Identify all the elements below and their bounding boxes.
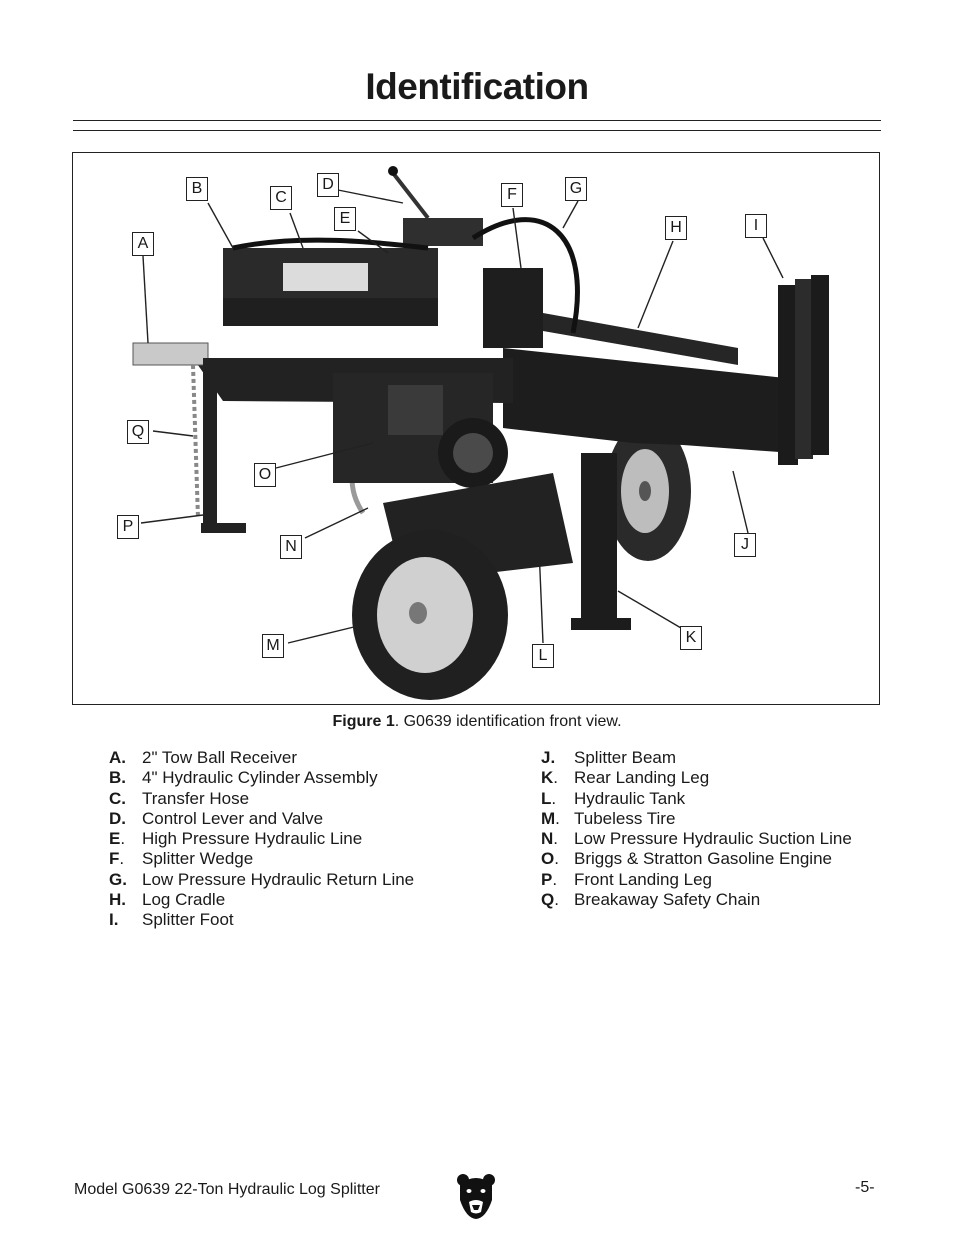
list-item: A.2" Tow Ball Receiver bbox=[109, 748, 298, 767]
safety-chain-shape bbox=[191, 364, 200, 519]
callout-q: Q bbox=[127, 420, 149, 444]
list-item: F.Splitter Wedge bbox=[109, 849, 254, 869]
log-cradle-shape bbox=[543, 313, 738, 365]
list-item: K.Rear Landing Leg bbox=[541, 768, 710, 788]
return-hose-shape bbox=[471, 217, 580, 334]
list-item: H.Log Cradle bbox=[109, 890, 226, 910]
log-splitter-illustration bbox=[132, 166, 829, 700]
list-item: E.High Pressure Hydraulic Line bbox=[109, 829, 363, 849]
callout-h: H bbox=[665, 216, 687, 240]
engine-shape bbox=[333, 373, 508, 488]
splitter-beam-shape bbox=[503, 348, 793, 453]
valve-block-shape bbox=[403, 218, 483, 246]
grizzly-bear-logo-icon bbox=[456, 1172, 496, 1225]
callout-n: N bbox=[280, 535, 302, 559]
parts-list-left: A.2" Tow Ball Receiver B.4" Hydraulic Cy… bbox=[109, 748, 414, 931]
figure-caption: Figure 1. G0639 identification front vie… bbox=[0, 713, 954, 731]
list-item: N.Low Pressure Hydraulic Suction Line bbox=[541, 829, 852, 849]
list-item: M.Tubeless Tire bbox=[541, 808, 676, 828]
callout-l: L bbox=[532, 644, 554, 668]
list-item: Q.Breakaway Safety Chain bbox=[541, 890, 761, 910]
figure-caption-text: . G0639 identification front view. bbox=[394, 713, 622, 730]
page-title: Identification bbox=[365, 66, 589, 107]
callout-k: K bbox=[680, 626, 702, 650]
list-item: O.Briggs & Stratton Gasoline Engine bbox=[541, 849, 832, 869]
list-item: P.Front Landing Leg bbox=[541, 869, 712, 889]
callout-p: P bbox=[117, 515, 139, 539]
callout-c: C bbox=[270, 186, 292, 210]
list-item: C.Transfer Hose bbox=[109, 788, 250, 808]
footer-model: Model G0639 22-Ton Hydraulic Log Splitte… bbox=[74, 1181, 380, 1198]
front-leg-shape bbox=[203, 358, 217, 528]
parts-list-right: J.Splitter Beam K.Rear Landing Leg L.Hyd… bbox=[541, 748, 852, 910]
wedge-housing-shape bbox=[483, 268, 543, 348]
list-item: I.Splitter Foot bbox=[109, 910, 234, 930]
list-item: B.4" Hydraulic Cylinder Assembly bbox=[109, 768, 378, 788]
transfer-hose-shape bbox=[232, 237, 429, 251]
cylinder-shape bbox=[223, 248, 438, 326]
callout-g: G bbox=[565, 177, 587, 201]
callout-b: B bbox=[186, 177, 208, 201]
figure-1-box: A B C D E F G H I J K L M N O P Q bbox=[72, 152, 880, 705]
front-wheel bbox=[352, 530, 508, 700]
callout-a: A bbox=[132, 232, 154, 256]
figure-label: Figure 1 bbox=[332, 713, 395, 730]
callout-i: I bbox=[745, 214, 767, 238]
rear-wheel bbox=[605, 421, 691, 561]
list-item: D.Control Lever and Valve bbox=[109, 808, 324, 828]
title-rule-bottom bbox=[73, 130, 881, 131]
callout-j: J bbox=[734, 533, 756, 557]
callout-d: D bbox=[317, 173, 339, 197]
callout-e: E bbox=[334, 207, 356, 231]
splitter-foot-shape bbox=[778, 275, 829, 465]
rear-leg-shape bbox=[581, 453, 617, 623]
callout-m: M bbox=[262, 634, 284, 658]
list-item: J.Splitter Beam bbox=[541, 748, 677, 767]
callout-o: O bbox=[254, 463, 276, 487]
list-item: G.Low Pressure Hydraulic Return Line bbox=[109, 869, 415, 889]
leader-lines bbox=[140, 189, 784, 644]
callout-f: F bbox=[501, 183, 523, 207]
page-number: -5- bbox=[855, 1179, 875, 1196]
title-rule-top bbox=[73, 120, 881, 121]
list-item: L.Hydraulic Tank bbox=[541, 788, 686, 808]
tow-ball-receiver-shape bbox=[132, 342, 209, 366]
